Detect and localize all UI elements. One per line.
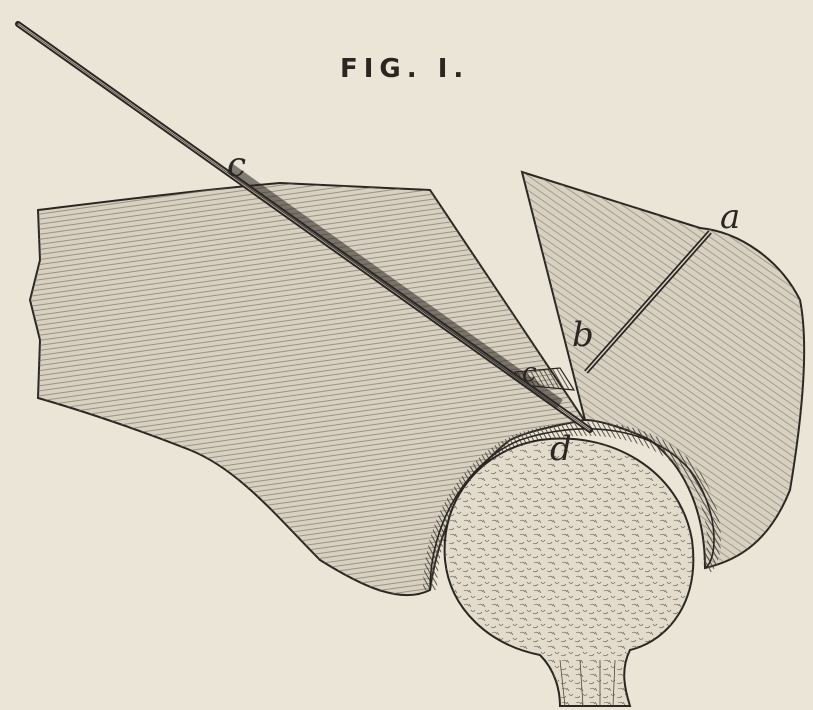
label-d: d (550, 432, 572, 466)
label-c-small: c (522, 360, 537, 386)
label-a: a (720, 200, 740, 234)
label-c-top: c (227, 148, 246, 182)
figure-title: FIG. I. (340, 54, 469, 84)
label-b: b (572, 318, 594, 352)
